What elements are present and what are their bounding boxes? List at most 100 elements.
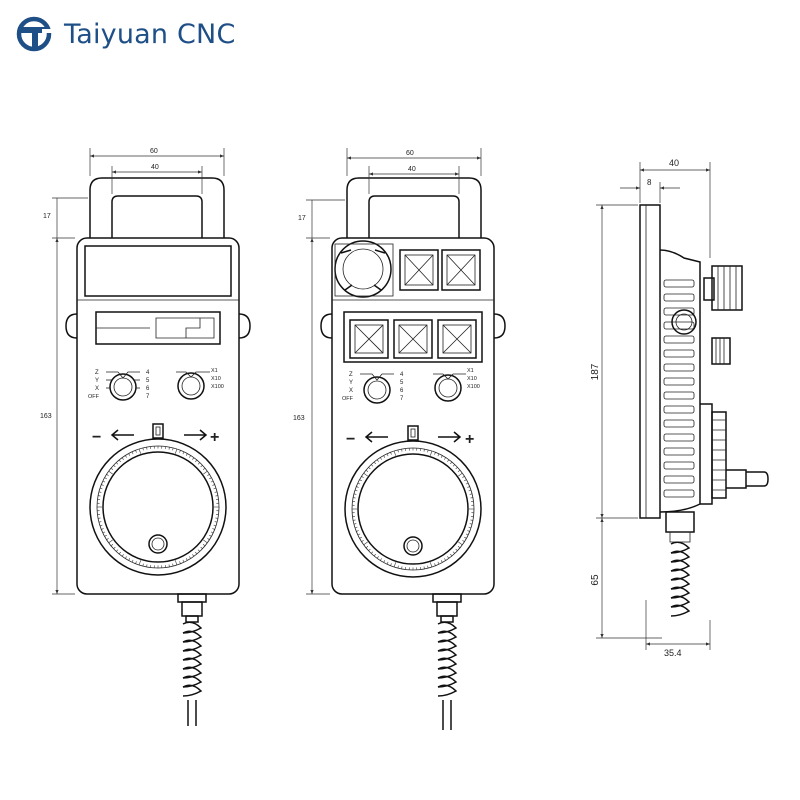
- cable-coil: [670, 559, 691, 572]
- dial-tick: [353, 523, 357, 525]
- dial-tick: [363, 472, 368, 477]
- dial-tick: [138, 448, 141, 454]
- dial-tick: [172, 563, 174, 567]
- dial-tick: [469, 493, 473, 495]
- emergency-stop-button: [334, 240, 394, 298]
- svg-text:5: 5: [400, 380, 404, 386]
- cooling-fin: [663, 279, 695, 288]
- dial-tick: [175, 448, 178, 454]
- dial-tick: [376, 459, 379, 462]
- dial-tick: [102, 531, 106, 534]
- dial-tick: [101, 528, 104, 530]
- tc-monogram-icon: [16, 16, 56, 52]
- dial-tick: [465, 482, 469, 485]
- cooling-fin: [663, 293, 695, 302]
- svg-text:Y: Y: [95, 378, 99, 384]
- svg-text:163: 163: [40, 413, 52, 420]
- dial-tick: [397, 449, 399, 453]
- dial-tick: [434, 563, 436, 566]
- dial-tick: [179, 450, 181, 453]
- dial-tick: [386, 453, 389, 457]
- dial-tick: [214, 521, 218, 523]
- brand-header: Taiyuan CNC: [14, 12, 236, 56]
- dial-tick: [209, 477, 212, 480]
- cable-coil: [182, 657, 203, 670]
- handle-outline: [89, 177, 225, 238]
- body-outline: [76, 237, 240, 595]
- dial-tick: [437, 561, 440, 565]
- dial-tick: [430, 562, 433, 568]
- dial-tick: [365, 469, 369, 472]
- cable-coil: [182, 648, 203, 661]
- cooling-fin: [663, 363, 695, 372]
- dial-tick: [101, 484, 104, 486]
- dial-tick: [213, 524, 217, 527]
- svg-text:4: 4: [400, 372, 404, 378]
- cooling-fin: [663, 335, 695, 344]
- cooling-fin: [663, 461, 695, 470]
- dial-tick: [106, 538, 109, 540]
- dial-tick: [390, 452, 392, 455]
- dial-tick: [116, 549, 119, 552]
- cable-left: [177, 593, 207, 726]
- dial-tick: [102, 480, 106, 483]
- dial-tick: [452, 551, 455, 554]
- dial-tick: [444, 457, 446, 460]
- cable-coil: [437, 666, 458, 679]
- svg-text:Y: Y: [349, 380, 353, 386]
- dial-tick: [371, 551, 374, 554]
- dial-tick: [467, 530, 470, 532]
- multiplier-knob: X1 X10 X100: [433, 368, 480, 402]
- dial-tick: [393, 562, 396, 568]
- svg-text:40: 40: [669, 158, 679, 168]
- svg-text:8: 8: [647, 178, 652, 187]
- dial-tick: [116, 462, 119, 465]
- dial-tick: [464, 536, 467, 539]
- side-handwheel: [700, 403, 713, 505]
- cable-coil: [437, 639, 458, 652]
- svg-text:X: X: [95, 386, 99, 392]
- svg-text:X: X: [349, 388, 353, 394]
- dial-tick: [386, 561, 389, 565]
- body-outline: [331, 237, 495, 595]
- cable-coil: [670, 595, 691, 608]
- dial-tick: [185, 558, 188, 561]
- dial-tick: [203, 470, 208, 475]
- dial-tick: [437, 453, 440, 457]
- cable-coil: [670, 550, 691, 563]
- svg-text:7: 7: [400, 396, 404, 402]
- svg-text:187: 187: [590, 363, 601, 380]
- svg-text:60: 60: [150, 148, 158, 155]
- dial-tick: [128, 453, 131, 456]
- top-buttons: [399, 249, 481, 291]
- dial-tick: [175, 560, 178, 566]
- side-estop: [711, 265, 743, 311]
- dial-tick: [468, 526, 472, 529]
- dial-tick: [213, 487, 217, 490]
- dial-tick: [192, 457, 195, 460]
- dial-tick: [356, 530, 359, 532]
- cable-coil: [437, 684, 458, 697]
- svg-text:6: 6: [400, 388, 404, 394]
- dial-tick: [210, 531, 214, 534]
- side-view: 40 8 187 65 35.4: [590, 158, 769, 658]
- svg-text:35.4: 35.4: [664, 648, 682, 658]
- cable-coil: [437, 648, 458, 661]
- cooling-fin: [663, 349, 695, 358]
- dial-tick: [380, 457, 382, 460]
- svg-text:5: 5: [146, 378, 150, 384]
- dial-tick: [106, 474, 109, 476]
- dial-tick: [212, 528, 215, 530]
- dial-tick: [353, 493, 357, 495]
- dial-tick: [210, 480, 214, 483]
- cable-coil: [182, 684, 203, 697]
- dial-tick: [447, 556, 450, 559]
- dial-tick: [468, 489, 472, 492]
- dial-tick: [135, 450, 137, 453]
- multiplier-knob: X1 X10 X100: [176, 368, 224, 400]
- cooling-fin: [663, 419, 695, 428]
- handwheel: [344, 440, 482, 578]
- dial-tick: [393, 450, 396, 456]
- dial-tick: [212, 484, 215, 486]
- dial-tick: [207, 474, 210, 476]
